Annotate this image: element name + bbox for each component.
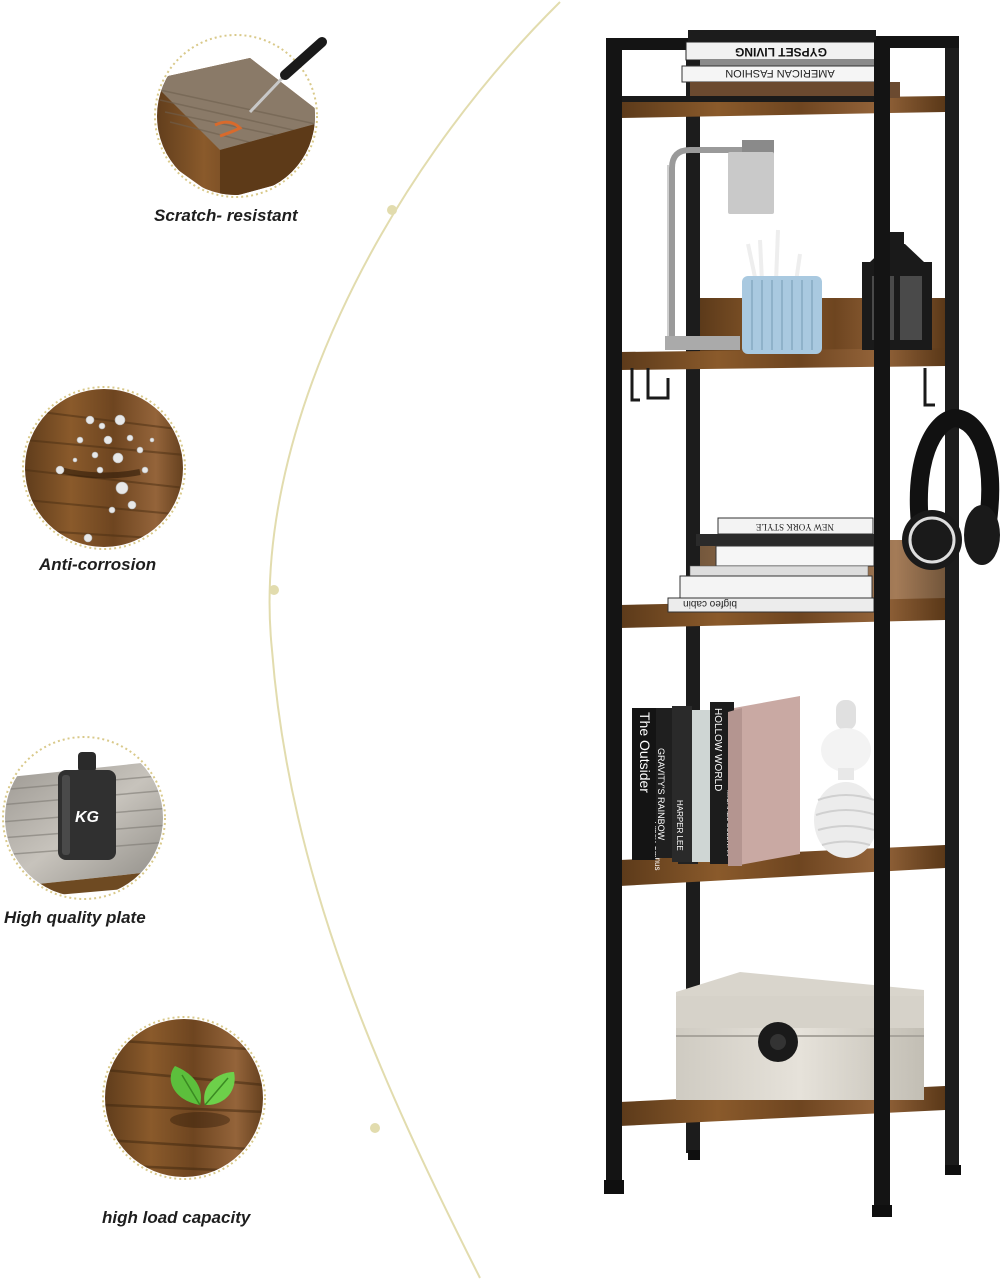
pencil-cup (742, 229, 822, 354)
arc-dot-3 (370, 1123, 380, 1133)
label-anti-corrosion: Anti-corrosion (39, 555, 157, 574)
feature-high-quality-plate: KG (2, 736, 166, 900)
front-left-post (606, 40, 622, 1188)
top-book-stack: GYPSET LIVING AMERICAN FASHION (681, 30, 900, 98)
arc-dot-2 (269, 585, 279, 595)
bookshelf-product: GYPSET LIVING AMERICAN FASHION (604, 30, 1000, 1217)
decorative-arc (268, 1, 561, 1279)
shelf-board-2 (620, 348, 945, 370)
feature-high-load-capacity (102, 1016, 266, 1180)
green-leaf-icon (170, 1066, 235, 1106)
book-gravitys-rainbow: GRAVITY'S RAINBOW (656, 748, 666, 841)
label-high-quality-plate: High quality plate (4, 908, 146, 927)
left-hooks (630, 368, 670, 402)
feature-anti-corrosion (22, 386, 186, 550)
feature-scratch-resistant (154, 34, 327, 198)
screwdriver-scratch-icon (248, 37, 327, 114)
book-harper-lee: HARPER LEE (675, 800, 684, 851)
headphones (902, 408, 1000, 570)
white-vase (814, 700, 878, 858)
book-american-fashion: AMERICAN FASHION (725, 67, 834, 79)
shelf-board-4 (620, 845, 945, 886)
desk-lamp (665, 140, 774, 350)
middle-book-stack: NEW YORK STYLE bigfeo cabin (667, 517, 875, 613)
front-right-post (874, 40, 890, 1215)
kg-label: KG (75, 809, 99, 826)
kg-weight-icon: KG (58, 752, 116, 860)
vertical-books: The Outsider Albert Camus GRAVITY'S RAIN… (632, 696, 800, 870)
book-bigfeo-cabin: bigfeo cabin (683, 598, 737, 609)
book-hollow-world: HOLLOW WORLD (712, 708, 723, 791)
book-new-york-style: NEW YORK STYLE (756, 522, 834, 532)
water-droplets-icon (55, 414, 155, 543)
lantern (862, 232, 932, 350)
book-the-outsider: The Outsider (637, 712, 653, 793)
right-hook (923, 368, 935, 407)
book-gypset-living: GYPSET LIVING (735, 45, 827, 59)
label-scratch-resistant: Scratch- resistant (154, 206, 298, 225)
label-high-load-capacity: high load capacity (102, 1208, 251, 1227)
arc-dot-1 (387, 205, 397, 215)
rear-right-post (945, 44, 959, 1169)
